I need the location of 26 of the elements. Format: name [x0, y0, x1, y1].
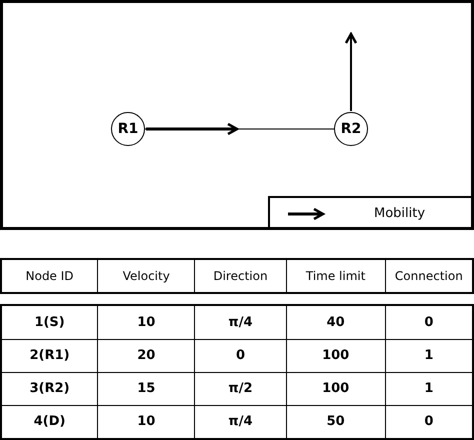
table-cell-text: 1(S): [33, 314, 66, 332]
table-cell: 10: [97, 406, 194, 438]
legend-text: Mobility: [374, 205, 426, 224]
table-cell: 0: [194, 340, 286, 372]
table-cell: 50: [286, 406, 385, 438]
table-cell: 0: [384, 406, 472, 438]
table-cell: π/2: [194, 373, 286, 405]
table-cell: 0: [384, 306, 472, 339]
table-cell: 40: [286, 306, 385, 339]
table-cell-text: 4(D): [32, 413, 66, 432]
table-cell-text: 2(R1): [28, 347, 71, 366]
table-cell: 1: [384, 373, 472, 405]
header-cell: Time limit: [286, 260, 385, 292]
header-cell: Velocity: [97, 260, 194, 292]
table-cell: π/4: [194, 406, 286, 438]
header-cell: Connection: [384, 260, 472, 292]
header-cell: Direction: [194, 260, 286, 292]
table-cell: 15: [97, 373, 194, 405]
table-cell: 100: [286, 340, 385, 372]
table-cell: 20: [97, 340, 194, 372]
table-cell: 10: [97, 306, 194, 339]
table-cell: 1: [384, 340, 472, 372]
table-cell-text: 3(R2): [28, 380, 71, 398]
table-cell: 100: [286, 373, 385, 405]
header-cell-text: Node ID: [24, 268, 75, 285]
table-cell: π/4: [194, 306, 286, 339]
